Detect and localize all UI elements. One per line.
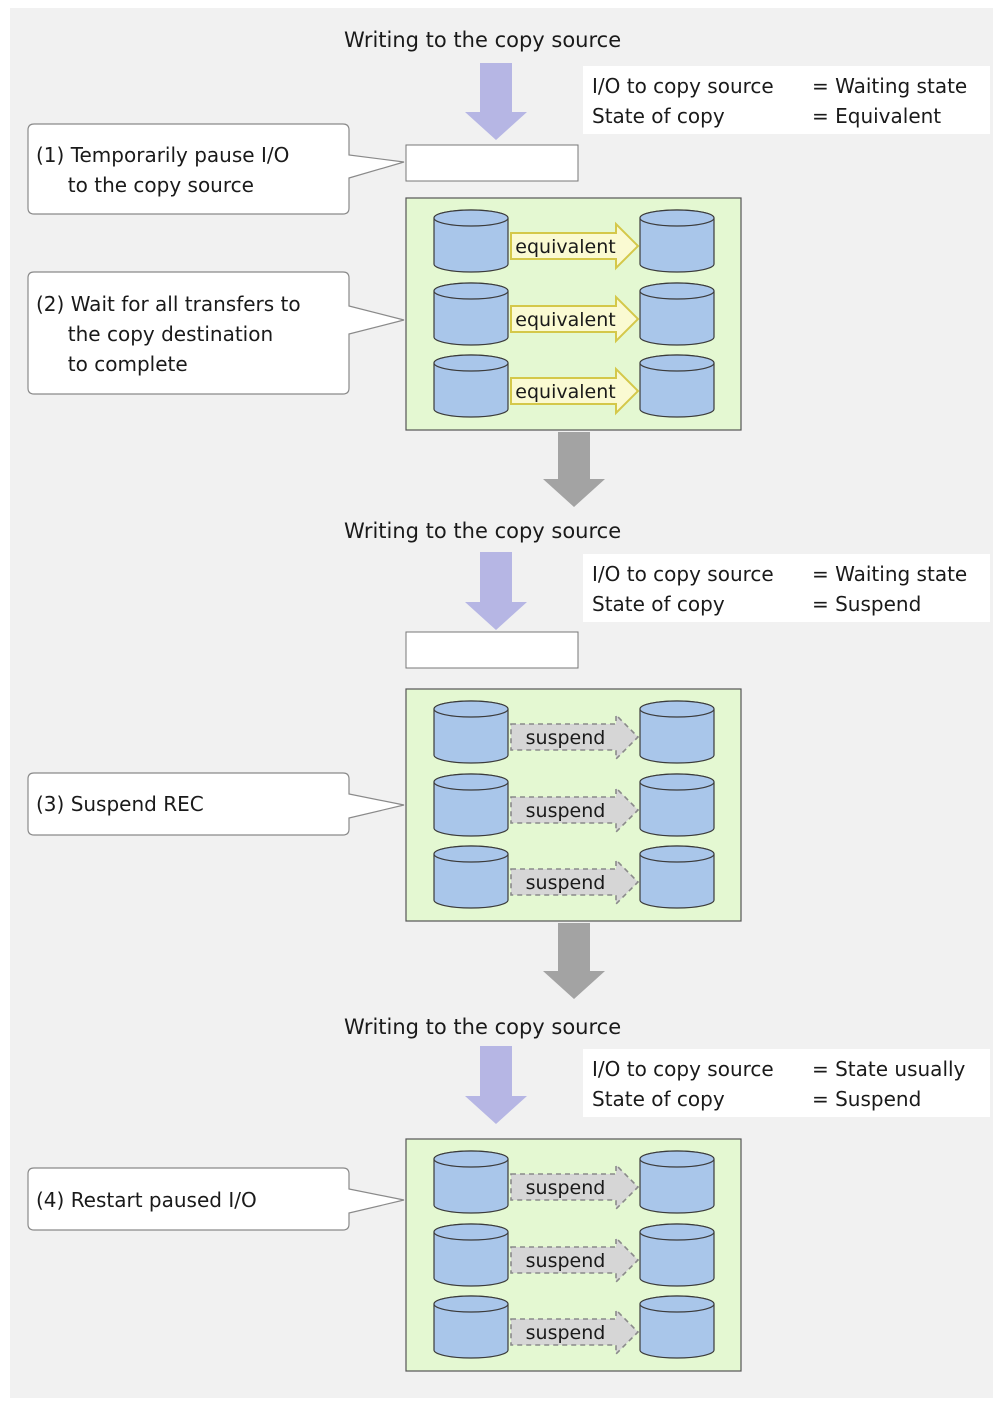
step-1-source-disk-1-top <box>433 209 509 227</box>
step-1-target-disk-1-top <box>639 209 715 227</box>
flow-arrow-2 <box>543 923 605 999</box>
step-3-status-box <box>583 1049 990 1117</box>
step-1-copy-arrow-2 <box>510 294 640 344</box>
step-2-write-arrow <box>465 552 527 630</box>
step-2-copy-arrow-2-label: suspend <box>526 800 606 822</box>
step-1-io-queue-box <box>405 144 579 182</box>
callout-2-line-1: (2) Wait for all transfers to <box>36 292 301 316</box>
step-2-copy-label: State of copy <box>592 592 725 616</box>
step-3-target-disk-2-top <box>639 1223 715 1241</box>
step-1-target-disk-3-top <box>639 354 715 372</box>
step-2-copy-value: = Suspend <box>812 592 922 616</box>
step-3-title: Writing to the copy source <box>344 1015 622 1039</box>
callout-2-bubble <box>27 271 405 395</box>
step-2-target-disk-3-top <box>639 845 715 863</box>
step-1-target-disk-2-top <box>639 282 715 300</box>
step-1-copy-arrow-3 <box>510 366 640 416</box>
step-1-copy-arrow-1 <box>510 221 640 271</box>
step-1-write-arrow <box>465 63 527 140</box>
step-3-copy-label: State of copy <box>592 1087 725 1111</box>
step-3-copy-arrow-1-label: suspend <box>526 1177 606 1199</box>
step-2-copy-arrow-2 <box>510 786 640 834</box>
callout-2-line-2: the copy destination <box>36 322 274 346</box>
step-1-copy-arrow-1-label: equivalent <box>515 236 615 258</box>
step-2-target-disk-2-top <box>639 773 715 791</box>
callout-4-line-1: (4) Restart paused I/O <box>36 1188 257 1212</box>
step-2-io-queue-box <box>405 631 579 669</box>
step-2-source-disk-3-top <box>433 845 509 863</box>
step-1-copy-arrow-2-label: equivalent <box>515 309 615 331</box>
step-1-io-label: I/O to copy source <box>592 74 774 98</box>
step-2-copy-arrow-1 <box>510 713 640 761</box>
step-1-source-disk-3-top <box>433 354 509 372</box>
step-3-source-disk-1-top <box>433 1150 509 1168</box>
step-1-copy-value: = Equivalent <box>812 104 942 128</box>
callout-3-line-1: (3) Suspend REC <box>36 792 204 816</box>
callout-4-bubble <box>27 1167 405 1231</box>
step-3-target-disk-3-top <box>639 1295 715 1313</box>
step-3-io-value: = State usually <box>812 1057 966 1081</box>
callout-1-bubble <box>27 123 405 215</box>
step-3-copy-arrow-3-label: suspend <box>526 1322 606 1344</box>
step-1-source-disk-2-top <box>433 282 509 300</box>
step-1-io-value: = Waiting state <box>812 74 968 98</box>
step-3-copy-arrow-1 <box>510 1163 640 1211</box>
step-1-copy-label: State of copy <box>592 104 725 128</box>
step-2-io-value: = Waiting state <box>812 562 968 586</box>
step-3-copy-value: = Suspend <box>812 1087 922 1111</box>
step-3-target-disk-1-top <box>639 1150 715 1168</box>
step-2-copy-arrow-1-label: suspend <box>526 727 606 749</box>
step-1-title: Writing to the copy source <box>344 28 622 52</box>
step-3-copy-arrow-2 <box>510 1236 640 1284</box>
step-3-write-arrow <box>465 1046 527 1124</box>
step-2-copy-arrow-3 <box>510 858 640 906</box>
step-1-copy-arrow-3-label: equivalent <box>515 381 615 403</box>
callout-2-line-3: to complete <box>36 352 188 376</box>
step-2-target-disk-1-top <box>639 700 715 718</box>
flow-arrow-1 <box>543 432 605 507</box>
step-2-source-disk-2-top <box>433 773 509 791</box>
step-3-copy-arrow-3 <box>510 1308 640 1356</box>
step-2-status-box <box>583 554 990 622</box>
step-2-copy-arrow-3-label: suspend <box>526 872 606 894</box>
callout-3-bubble <box>27 772 405 836</box>
step-2-source-disk-1-top <box>433 700 509 718</box>
step-1-status-box <box>583 66 990 134</box>
step-2-title: Writing to the copy source <box>344 519 622 543</box>
step-2-io-label: I/O to copy source <box>592 562 774 586</box>
callout-1-line-1: (1) Temporarily pause I/O <box>36 143 290 167</box>
step-3-source-disk-2-top <box>433 1223 509 1241</box>
step-3-io-label: I/O to copy source <box>592 1057 774 1081</box>
step-3-source-disk-3-top <box>433 1295 509 1313</box>
step-3-copy-arrow-2-label: suspend <box>526 1250 606 1272</box>
callout-1-line-2: to the copy source <box>36 173 254 197</box>
